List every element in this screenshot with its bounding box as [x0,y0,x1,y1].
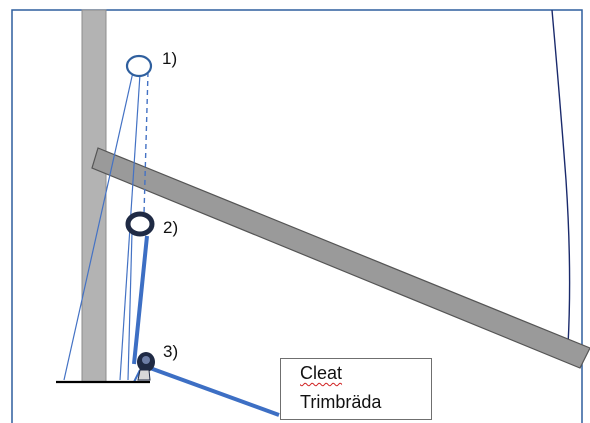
rope-thick-lower [149,366,280,417]
callout-label-cleat: Cleat [300,363,343,383]
rope-dashed [143,71,149,215]
rope-thin-left [63,71,134,381]
callout-label-trimboard: Trimbräda [300,392,382,412]
block-3 [137,352,155,381]
marker-label-3: 3) [163,342,178,361]
ring-1 [125,54,153,78]
mast [81,9,107,383]
rope-ring2-down [127,231,133,381]
rope-block-deck [133,369,141,383]
callout-box: Cleat Trimbräda [280,358,432,420]
trim-board [91,147,590,369]
rope-thick-upper [132,235,149,365]
ring-2 [125,211,155,237]
marker-label-2: 2) [163,218,178,237]
sail-leech-line [551,9,571,346]
marker-label-1: 1) [162,49,177,68]
frame-border [11,9,583,423]
